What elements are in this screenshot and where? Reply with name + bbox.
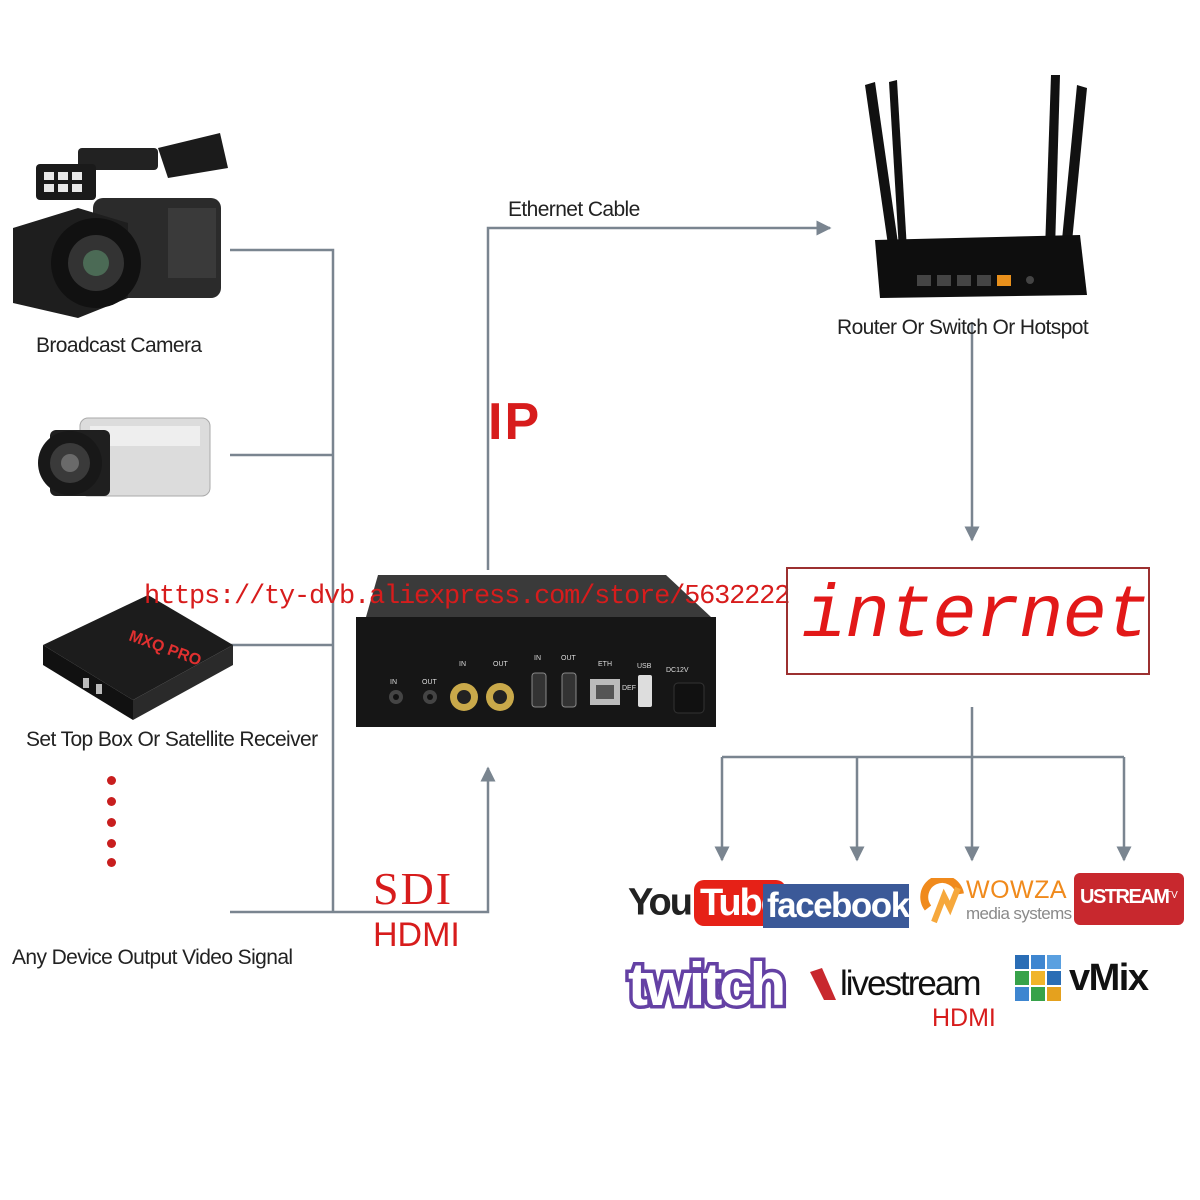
set-top-box-label: Set Top Box Or Satellite Receiver — [26, 728, 318, 751]
encoder-port-label: ETH — [598, 661, 612, 668]
ellipsis-dot — [107, 839, 116, 848]
livestream-logo: livestream HDMI — [808, 962, 998, 1034]
vmix-logo: vMix — [1015, 955, 1155, 1013]
livestream-text: livestream — [840, 964, 981, 1003]
encoder-port-label: OUT — [561, 655, 576, 662]
router-icon — [865, 75, 1087, 298]
livestream-icon — [810, 968, 836, 1000]
wowza-text: WOWZA — [966, 876, 1068, 904]
camera-line — [230, 248, 335, 912]
youtube-you-text: You — [628, 881, 693, 924]
store-url-watermark: https://ty-dvb.aliexpress.com/store/5632… — [144, 582, 790, 612]
encoder-port-label: OUT — [422, 679, 437, 686]
broadcast-camera-icon — [13, 133, 228, 318]
ellipsis-dot — [107, 818, 116, 827]
twitch-text: twitch — [624, 948, 789, 1022]
facebook-logo: facebook — [763, 884, 910, 928]
cctv-camera-icon — [38, 417, 211, 497]
sdi-label: SDI — [373, 863, 454, 914]
encoder-port-label: DEF — [622, 685, 636, 692]
ethernet-cable-label: Ethernet Cable — [508, 198, 640, 221]
wowza-icon — [920, 878, 964, 924]
encoder-port-label: IN — [390, 679, 397, 686]
any-device-label: Any Device Output Video Signal — [12, 946, 293, 969]
set-top-box-icon: MXQ PRO — [43, 595, 233, 720]
sdi-hdmi-line — [333, 766, 496, 914]
encoder-device: IN OUT IN OUT IN OUT ETH USB DEF DC12V — [356, 575, 724, 730]
broadcast-camera-label: Broadcast Camera — [36, 334, 202, 357]
ellipsis-dot — [107, 776, 116, 785]
ethernet-line — [486, 220, 832, 570]
ellipsis-dot — [107, 858, 116, 867]
ip-label: IP — [488, 393, 542, 451]
internet-label: internet — [802, 575, 1150, 659]
wowza-subtext: media systems — [966, 904, 1072, 923]
internet-box: internet — [786, 567, 1150, 675]
twitch-logo: twitch — [624, 948, 789, 1022]
ustream-tv-text: TV — [1165, 890, 1178, 901]
facebook-text: facebook — [767, 886, 910, 925]
encoder-port-label: USB — [637, 663, 652, 670]
encoder-port-label: IN — [459, 661, 466, 668]
router-label: Router Or Switch Or Hotspot — [837, 316, 1089, 339]
livestream-hdmi-text: HDMI — [932, 1004, 996, 1032]
vmix-text: vMix — [1069, 957, 1149, 999]
hdmi-label: HDMI — [373, 916, 460, 954]
vmix-grid-icon — [1015, 955, 1061, 1001]
encoder-body — [356, 575, 716, 727]
wowza-logo: WOWZA media systems — [920, 876, 1072, 930]
ustream-text: USTREAM — [1080, 886, 1170, 908]
ellipsis-dot — [107, 797, 116, 806]
ustream-logo: USTREAM TV — [1074, 873, 1184, 925]
encoder-port-label: OUT — [493, 661, 508, 668]
encoder-port-label: IN — [534, 655, 541, 662]
encoder-port-label: DC12V — [666, 667, 689, 674]
